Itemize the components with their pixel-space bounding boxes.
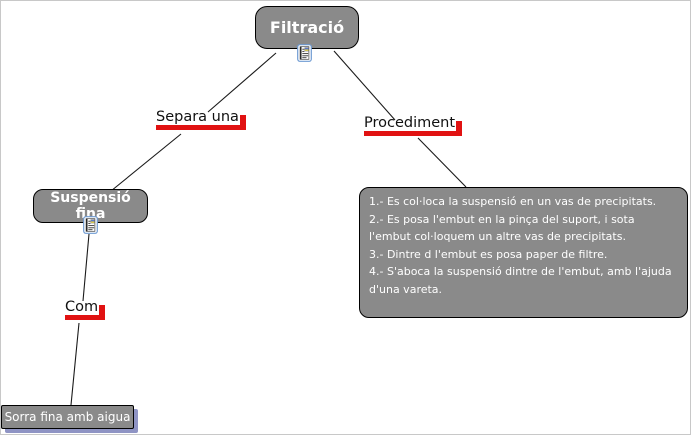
linking-phrase-separa-una[interactable]: Separa una — [156, 109, 246, 130]
concept-sorra-fina-amb-aigua[interactable]: Sorra fina amb aigua — [1, 405, 134, 429]
linking-phrase-com[interactable]: Com — [65, 299, 106, 320]
procedure-text-box[interactable]: 1.- Es col·loca la suspensió en un vas d… — [359, 187, 688, 318]
concept-suspensio-fina[interactable]: Suspensió fina — [33, 189, 148, 223]
linking-phrase-separa-una-label: Separa una — [156, 109, 239, 125]
linking-phrase-procediment-label: Procediment — [364, 115, 456, 131]
concept-filtracio-label: Filtració — [269, 18, 345, 37]
linking-phrase-procediment[interactable]: Procediment — [364, 115, 463, 136]
procedure-step: 1.- Es col·loca la suspensió en un vas d… — [369, 195, 657, 208]
document-resource-icon[interactable] — [297, 44, 312, 62]
concept-filtracio[interactable]: Filtració — [255, 6, 359, 49]
procedure-step: 4.- S'aboca la suspensió dintre de l'emb… — [369, 265, 672, 296]
concept-sorra-fina-amb-aigua-label: Sorra fina amb aigua — [4, 410, 131, 424]
procedure-step: 2.- Es posa l'embut en la pinça del supo… — [369, 212, 635, 244]
document-resource-icon[interactable] — [83, 216, 98, 234]
linking-phrase-com-label: Com — [65, 299, 99, 315]
procedure-step: 3.- Dintre d l'embut es posa paper de fi… — [369, 247, 608, 261]
concept-suspensio-fina-label: Suspensió fina — [50, 190, 131, 222]
